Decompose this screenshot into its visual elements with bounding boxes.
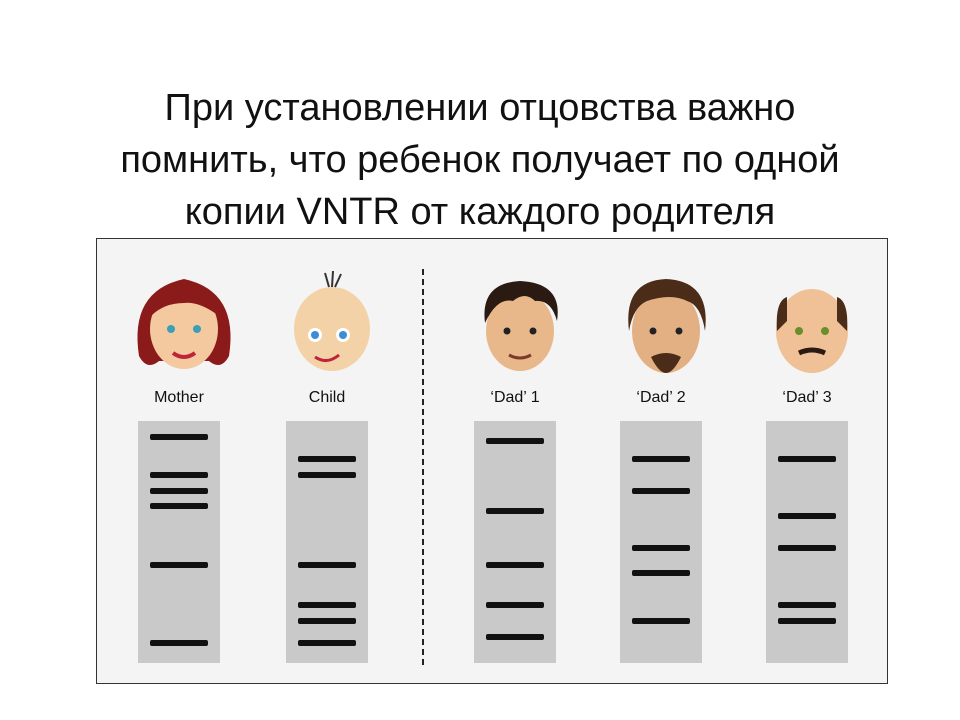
band-child-4 — [298, 602, 356, 608]
band-dad1-4 — [486, 602, 544, 608]
mother-face-icon — [137, 279, 231, 369]
band-mother-1 — [150, 434, 208, 440]
band-mother-4 — [150, 503, 208, 509]
band-dad1-2 — [486, 508, 544, 514]
band-mother-6 — [150, 640, 208, 646]
band-dad2-2 — [632, 488, 690, 494]
parent-divider — [422, 269, 424, 665]
person-label-mother: Mother — [154, 389, 204, 406]
band-dad3-2 — [778, 513, 836, 519]
title-line-3: копии VNTR от каждого родителя — [184, 191, 776, 233]
band-dad2-5 — [632, 618, 690, 624]
band-dad3-5 — [778, 618, 836, 624]
dad2-face-icon — [628, 279, 706, 373]
band-dad2-1 — [632, 456, 690, 462]
lane-dad2 — [620, 421, 702, 663]
person-label-dad3: ‘Dad’ 3 — [782, 389, 832, 406]
dad3-face-icon — [776, 289, 848, 373]
lane-dad3 — [766, 421, 848, 663]
child-face-icon — [294, 270, 370, 371]
slide-title: При установлении отцовства важно помнить… — [40, 82, 920, 238]
band-child-1 — [298, 456, 356, 462]
band-dad3-4 — [778, 602, 836, 608]
title-line-1: При установлении отцовства важно — [164, 87, 796, 129]
person-label-dad1: ‘Dad’ 1 — [490, 389, 540, 406]
band-dad3-3 — [778, 545, 836, 551]
band-child-5 — [298, 618, 356, 624]
band-dad2-4 — [632, 570, 690, 576]
band-child-2 — [298, 472, 356, 478]
lane-mother — [138, 421, 220, 663]
band-dad3-1 — [778, 456, 836, 462]
band-child-3 — [298, 562, 356, 568]
lane-child — [286, 421, 368, 663]
band-dad1-1 — [486, 438, 544, 444]
dad1-face-icon — [484, 281, 558, 371]
title-line-2: помнить, что ребенок получает по одной — [120, 139, 840, 181]
person-label-dad2: ‘Dad’ 2 — [636, 389, 686, 406]
person-label-child: Child — [308, 389, 346, 406]
band-dad1-3 — [486, 562, 544, 568]
band-dad2-3 — [632, 545, 690, 551]
lane-dad1 — [474, 421, 556, 663]
band-mother-5 — [150, 562, 208, 568]
band-child-6 — [298, 640, 356, 646]
band-dad1-5 — [486, 634, 544, 640]
vntr-gel-panel: Mother Child ‘Dad’ 1 ‘ — [96, 238, 888, 684]
band-mother-2 — [150, 472, 208, 478]
band-mother-3 — [150, 488, 208, 494]
